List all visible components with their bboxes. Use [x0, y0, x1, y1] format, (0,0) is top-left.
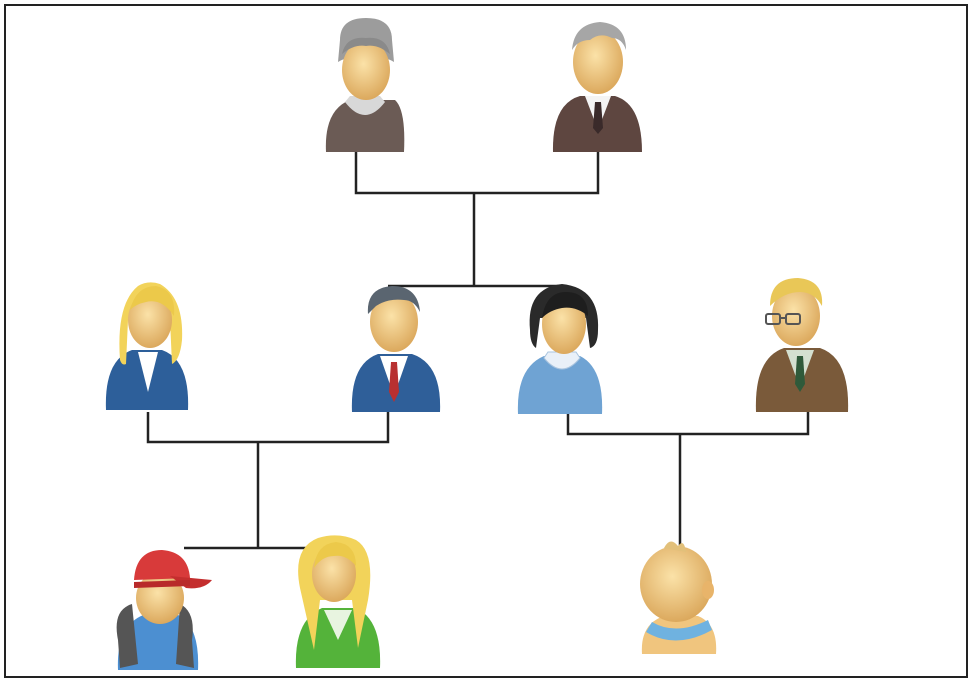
connector-left-couple [146, 412, 390, 444]
connector-grandparents [354, 150, 600, 195]
connector-right-couple [566, 412, 810, 436]
diagram-frame [4, 4, 968, 678]
girl-icon [295, 535, 381, 668]
grandfather-icon [552, 22, 642, 152]
man-glasses-icon [755, 278, 849, 412]
grandmother-icon [325, 18, 405, 152]
boy-cap-icon [116, 550, 212, 670]
businessman-icon [351, 286, 441, 412]
businesswoman-icon [105, 282, 189, 410]
woman-icon [517, 284, 603, 414]
baby-icon [640, 541, 717, 654]
connector-lines [146, 150, 810, 550]
